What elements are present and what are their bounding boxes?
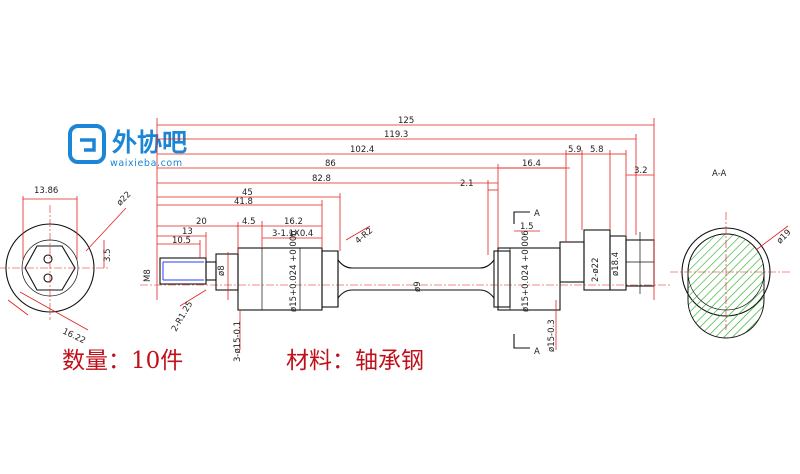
dim-radius: 4-R2 xyxy=(354,226,376,246)
dim-10-5: 10.5 xyxy=(172,236,191,246)
dim-tol-right: ø15-0.3 xyxy=(547,319,557,352)
dim-mid: ø9 xyxy=(413,281,423,292)
left-view-across-corners: 16.22 xyxy=(61,327,87,347)
dim-neck: ø8 xyxy=(217,265,227,276)
dimension-texts: 125 119.3 102.4 86 82.8 45 41.8 20 13 10… xyxy=(143,116,648,362)
note-quantity: 数量：10件 xyxy=(62,348,183,374)
note-material: 材料：轴承钢 xyxy=(286,348,424,374)
dim-119-3: 119.3 xyxy=(384,130,408,140)
dimension-lines xyxy=(156,118,655,350)
section-mark-bottom: A xyxy=(534,347,540,357)
dim-thread: M8 xyxy=(143,269,153,282)
dim-flange: ø18.4 xyxy=(611,252,621,276)
left-view-width: 13.86 xyxy=(34,186,58,196)
left-view-diameter: ø22 xyxy=(115,190,133,208)
dim-3-2: 3.2 xyxy=(634,166,648,176)
shaft-profile xyxy=(159,229,655,311)
dim-86: 86 xyxy=(325,159,336,169)
dim-5-8: 5.8 xyxy=(590,145,604,155)
dim-20: 20 xyxy=(196,217,207,227)
dim-fit-right: ø15+0.024 +0.006 xyxy=(521,230,531,312)
dim-1-5: 1.5 xyxy=(520,222,534,232)
section-mark-top: A xyxy=(534,209,540,219)
left-end-view: 13.86 ø22 3.5 16.22 xyxy=(0,186,133,346)
dim-step: 2-ø22 xyxy=(591,258,601,283)
dim-5-9: 5.9 xyxy=(568,145,582,155)
brand-name: 外协吧 xyxy=(112,128,187,157)
dim-tol-left: 3-ø15-0.1 xyxy=(233,321,243,362)
dim-fit-left: ø15+0.024 +0.006 xyxy=(289,230,299,312)
dim-102-4: 102.4 xyxy=(350,145,374,155)
dim-2-1: 2.1 xyxy=(460,179,474,189)
left-view-offset: 3.5 xyxy=(103,248,113,262)
dim-41-8: 41.8 xyxy=(234,197,253,207)
section-diameter: ø19 xyxy=(775,228,793,246)
dim-chamfer: 2-R1.25 xyxy=(170,300,195,334)
section-view: A-A ø19 xyxy=(670,169,793,339)
brand-site: waixieba.com xyxy=(110,158,183,169)
dim-45: 45 xyxy=(242,188,253,198)
dim-16-2: 16.2 xyxy=(284,217,303,227)
dim-125: 125 xyxy=(398,116,414,126)
dim-groove: 3-1.1X0.4 xyxy=(272,229,313,239)
brand-logo-icon xyxy=(68,124,106,164)
brand-logo: 外协吧 waixieba.com xyxy=(68,124,187,169)
section-title: A-A xyxy=(712,169,727,179)
dim-82-8: 82.8 xyxy=(312,174,331,184)
dim-4-5: 4.5 xyxy=(242,217,256,227)
dim-16-4: 16.4 xyxy=(522,159,541,169)
section-markers: A A xyxy=(513,209,540,357)
dim-13: 13 xyxy=(182,227,193,237)
notes: 数量：10件 材料：轴承钢 xyxy=(62,348,424,374)
